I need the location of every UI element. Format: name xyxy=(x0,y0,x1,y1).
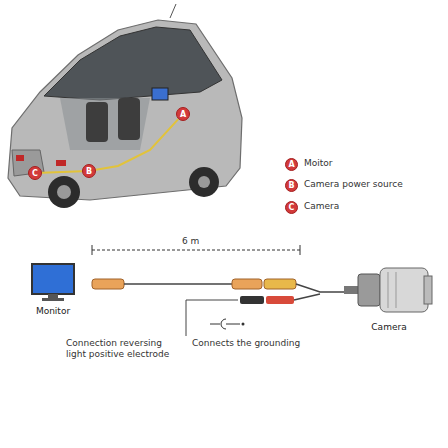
monitor-device: Monitor xyxy=(22,262,84,326)
callout-circle: B xyxy=(285,179,298,192)
callout-letter: A xyxy=(180,110,186,119)
car-windows xyxy=(44,27,222,100)
tail-light xyxy=(16,155,24,161)
wheel-hub xyxy=(198,176,210,188)
monitor-stand xyxy=(48,294,58,298)
callout-letter: B xyxy=(288,181,294,190)
leader-line xyxy=(186,300,187,336)
camera-nut xyxy=(358,274,380,306)
camera-ridge xyxy=(388,272,389,308)
annotation-text: Connection reversing light positive elec… xyxy=(66,338,184,360)
tail-light xyxy=(56,160,66,166)
device-name: Camera xyxy=(340,322,438,332)
rca-socket xyxy=(232,279,262,289)
ground-symbol xyxy=(210,324,220,325)
ground-symbol xyxy=(242,323,245,326)
monitor-base xyxy=(42,298,64,301)
camera-cable-boot xyxy=(344,286,358,294)
camera-ridge xyxy=(396,272,397,308)
wheel xyxy=(48,176,80,208)
annotation-text: Connects the grounding xyxy=(192,338,322,349)
callout-circle: A xyxy=(176,107,190,121)
ground-symbol xyxy=(221,319,226,329)
power-plug-red xyxy=(266,296,294,304)
callout-circle: A xyxy=(285,158,298,171)
callout-letter: C xyxy=(289,203,295,212)
monitor-icon xyxy=(30,262,76,302)
rca-plug xyxy=(92,279,124,289)
callout-circle: C xyxy=(28,166,42,180)
car-interior xyxy=(60,98,150,150)
power-plug-black xyxy=(240,296,264,304)
dimension-tick xyxy=(92,245,93,255)
monitor-screen xyxy=(32,264,74,294)
annotation-text: Camera power source xyxy=(304,179,444,190)
car-monitor xyxy=(152,88,168,100)
wire-route xyxy=(96,119,178,170)
annotation-text: Camera xyxy=(304,201,424,212)
device-name: Monitor xyxy=(22,306,84,316)
dimension-line xyxy=(92,250,300,251)
camera-lens xyxy=(424,276,432,304)
annotation-text: Moitor xyxy=(304,158,424,169)
power-lead xyxy=(186,300,238,301)
callout-letter: A xyxy=(288,160,294,169)
antenna xyxy=(170,4,176,18)
wire-line xyxy=(96,119,178,170)
car-body xyxy=(8,20,242,200)
callout-circle: B xyxy=(82,164,96,178)
wheel-hub xyxy=(57,185,71,199)
camera-icon xyxy=(340,262,436,318)
camera-cable xyxy=(294,294,320,300)
camera-cable xyxy=(296,284,345,292)
callout-circle: C xyxy=(285,201,298,214)
rca-plug xyxy=(264,279,296,289)
camera-device: Camera xyxy=(340,262,438,338)
car-seat xyxy=(118,98,140,140)
video-cable xyxy=(124,283,232,285)
wheel xyxy=(189,167,219,197)
wire-route xyxy=(42,171,82,172)
wire-line xyxy=(42,171,82,172)
callout-letter: C xyxy=(32,169,38,178)
callout-letter: B xyxy=(86,167,92,176)
dimension-label: 6 m xyxy=(182,236,222,247)
car-seat xyxy=(86,102,108,142)
dimension-tick xyxy=(300,245,301,255)
ground-symbol xyxy=(226,324,240,325)
camera-body xyxy=(380,268,428,312)
